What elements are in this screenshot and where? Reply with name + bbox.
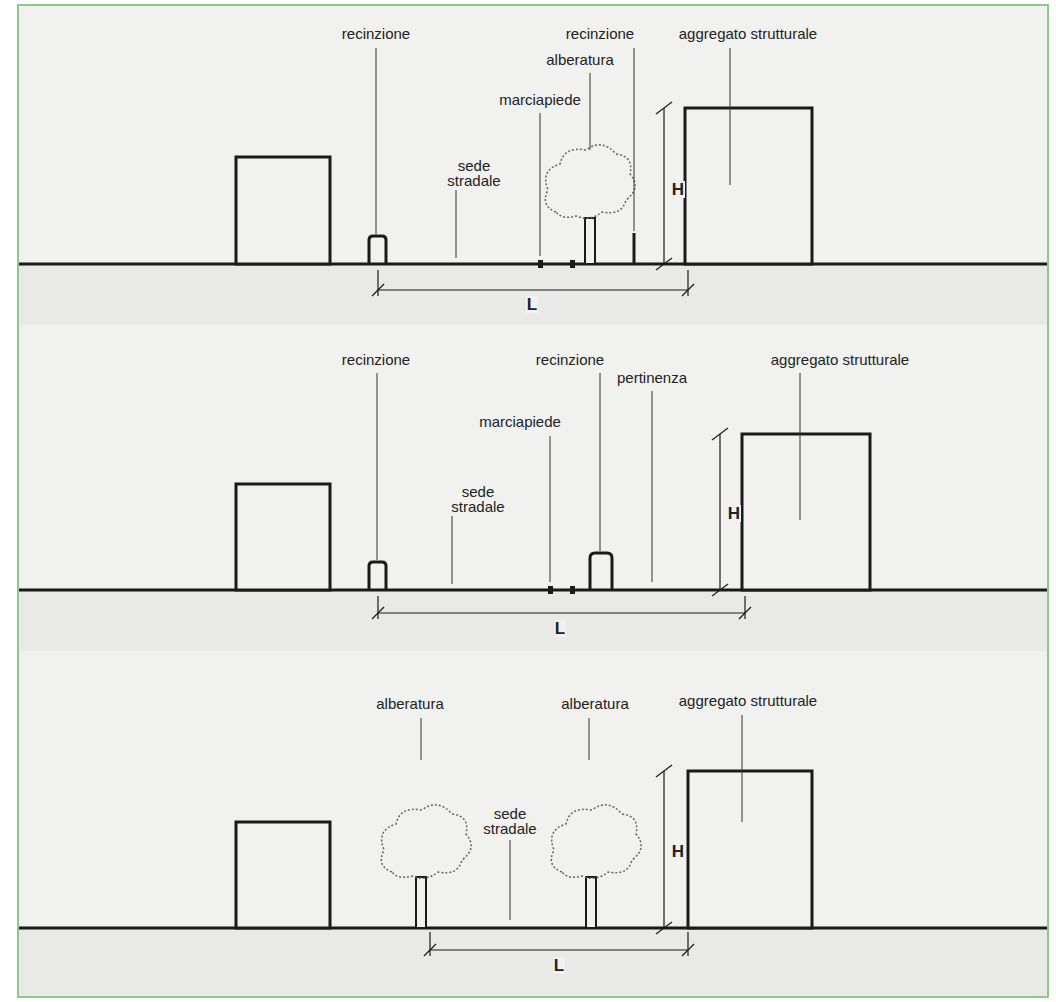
ground-band	[19, 929, 1047, 996]
dimension-lines	[372, 102, 751, 956]
part-label: alberatura	[561, 696, 629, 711]
trees	[381, 145, 641, 928]
ground-band	[19, 591, 1047, 651]
dimension-label: L	[553, 957, 565, 974]
dimension-label: L	[554, 620, 566, 637]
part-label: aggregato strutturale	[771, 352, 909, 367]
part-label: marciapiede	[479, 414, 561, 429]
part-label: recinzione	[566, 26, 634, 41]
fences	[369, 233, 634, 590]
dimension-label: H	[671, 181, 685, 198]
frame	[18, 5, 1048, 997]
dimension-label: H	[727, 505, 741, 522]
buildings	[236, 108, 870, 928]
part-label: sede stradale	[439, 158, 509, 188]
dimension-label: H	[671, 843, 685, 860]
part-label: sede stradale	[475, 806, 545, 836]
leader-lines	[376, 48, 800, 920]
part-label: recinzione	[342, 26, 410, 41]
ground-lines	[19, 264, 1047, 928]
part-label: alberatura	[546, 52, 614, 67]
part-label: marciapiede	[499, 92, 581, 107]
part-label: pertinenza	[617, 370, 687, 385]
part-label: sede stradale	[443, 484, 513, 514]
part-label: recinzione	[536, 352, 604, 367]
dimension-label: L	[526, 296, 538, 313]
part-label: aggregato strutturale	[679, 26, 817, 41]
part-label: recinzione	[342, 352, 410, 367]
ground-band	[19, 265, 1047, 325]
part-label: alberatura	[376, 696, 444, 711]
part-label: aggregato strutturale	[679, 693, 817, 708]
